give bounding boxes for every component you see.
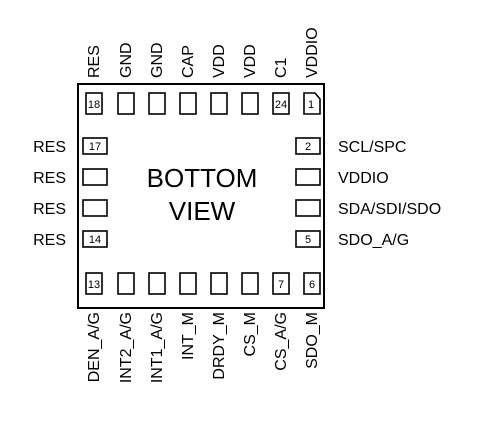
pad-top-gnd-1	[117, 92, 135, 115]
top-label-res: RES	[86, 45, 103, 78]
pad-right-5	[295, 230, 321, 248]
right-label-sdo-ag: SDO_A/G	[338, 232, 409, 249]
left-pads	[82, 137, 108, 248]
pin-number-13: 13	[88, 279, 100, 291]
pin-number-2: 2	[305, 141, 311, 153]
bottom-labels: DEN_A/G INT2_A/G INT1_A/G INT_M DRDY_M C…	[86, 312, 321, 383]
pad-left-16	[82, 168, 108, 186]
pad-top-cap	[179, 92, 197, 115]
top-labels: RES GND GND CAP VDD VDD C1 VDDIO	[86, 27, 321, 78]
pad-top-vdd-2	[241, 92, 259, 115]
top-label-gnd-2: GND	[149, 42, 166, 78]
pad-bottom-int2	[117, 272, 135, 295]
pad-bottom-6	[303, 272, 321, 295]
left-label-res-15: RES	[33, 201, 66, 218]
view-text-line1: BOTTOM	[147, 163, 258, 193]
pin-number-6: 6	[309, 279, 315, 291]
bottom-label-int2-ag: INT2_A/G	[118, 312, 135, 383]
pin-number-14: 14	[89, 234, 101, 246]
bottom-pads	[85, 272, 321, 295]
right-labels: SCL/SPC VDDIO SDA/SDI/SDO SDO_A/G	[338, 139, 441, 249]
pad-left-15	[82, 199, 108, 217]
pad-top-vdd-1	[210, 92, 228, 115]
bottom-label-cs-ag: CS_A/G	[273, 312, 290, 371]
bottom-label-drdy-m: DRDY_M	[211, 312, 228, 380]
pad-bottom-cs-m	[241, 272, 259, 295]
pad-bottom-int-m	[179, 272, 197, 295]
pad-top-1	[303, 92, 321, 115]
left-label-res-14: RES	[33, 232, 66, 249]
bottom-label-den-ag: DEN_A/G	[86, 312, 103, 382]
pad-left-17	[82, 137, 108, 155]
pin-number-18: 18	[88, 99, 100, 111]
pad-right-3	[295, 168, 321, 186]
top-label-vdd-1: VDD	[211, 44, 228, 78]
bottom-label-cs-m: CS_M	[242, 312, 259, 356]
pin-number-24: 24	[275, 99, 287, 111]
pad-right-2	[295, 137, 321, 155]
top-label-gnd-1: GND	[118, 42, 135, 78]
top-pads	[85, 92, 321, 115]
top-label-c1: C1	[273, 57, 290, 78]
right-label-sda-sdi-sdo: SDA/SDI/SDO	[338, 201, 441, 218]
package-outline	[77, 83, 325, 309]
bottom-label-int1-ag: INT1_A/G	[149, 312, 166, 383]
left-label-res-16: RES	[33, 170, 66, 187]
pad-bottom-7	[272, 272, 290, 295]
pad-right-4	[295, 199, 321, 217]
bottom-label-int-m: INT_M	[180, 312, 197, 360]
pin-number-1: 1	[308, 99, 314, 111]
right-pads	[295, 137, 321, 248]
top-label-vddio: VDDIO	[304, 27, 321, 78]
bottom-label-sdo-m: SDO_M	[304, 312, 321, 369]
pad-left-14	[82, 230, 108, 248]
right-label-vddio: VDDIO	[338, 170, 389, 187]
pad-top-18	[85, 92, 103, 115]
left-labels: RES RES RES RES	[33, 139, 66, 249]
left-label-res-17: RES	[33, 139, 66, 156]
right-label-scl-spc: SCL/SPC	[338, 139, 406, 156]
pad-bottom-13	[85, 272, 103, 295]
top-label-cap: CAP	[180, 45, 197, 78]
pin-number-17: 17	[89, 141, 101, 153]
pad-top-24	[272, 92, 290, 115]
view-text-line2: VIEW	[169, 196, 236, 226]
pin-number-7: 7	[278, 279, 284, 291]
pin-number-5: 5	[305, 234, 311, 246]
pad-bottom-int1	[148, 272, 166, 295]
top-label-vdd-2: VDD	[242, 44, 259, 78]
pin-numbers: 18 24 1 17 14 2 5 13 7 6	[88, 99, 315, 291]
pad-top-gnd-2	[148, 92, 166, 115]
pad-bottom-drdy-m	[210, 272, 228, 295]
